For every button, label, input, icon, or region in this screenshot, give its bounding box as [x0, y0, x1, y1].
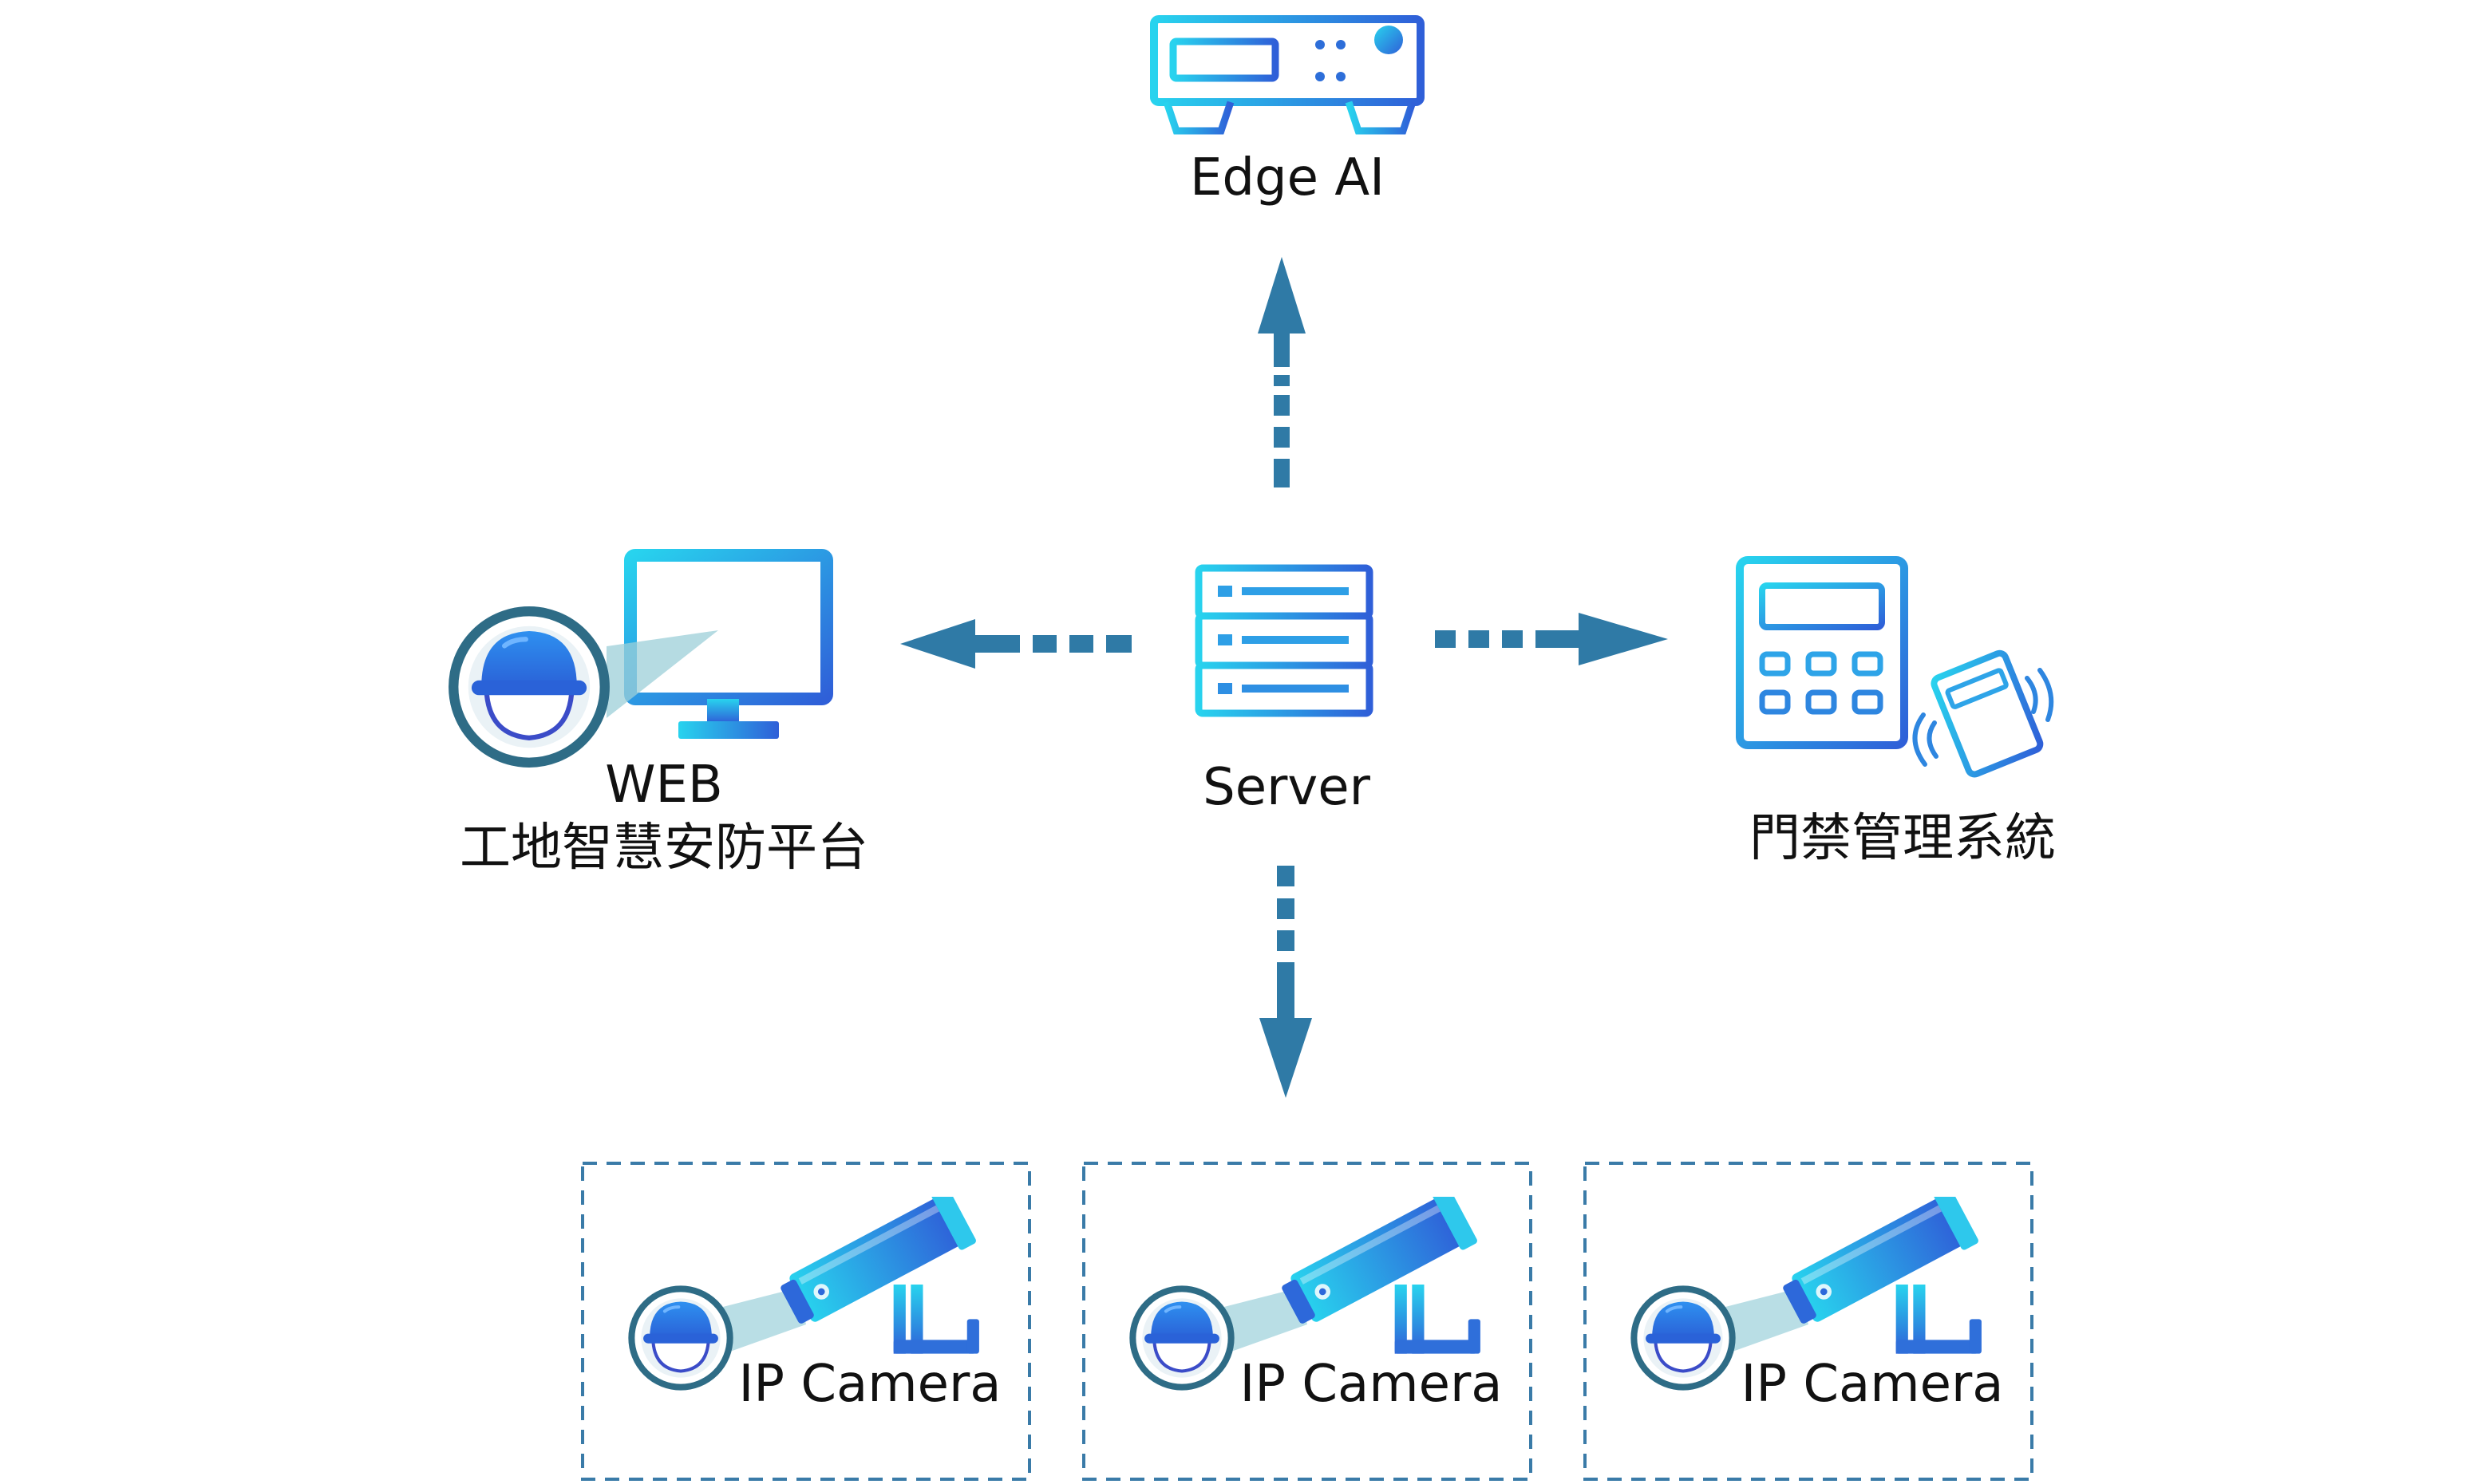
access-control-label: 門禁管理系統: [1749, 809, 2056, 868]
arrow-server-to-edge-ai: [1258, 257, 1306, 487]
cctv-camera-icon: [631, 1197, 979, 1387]
access-control-node: 門禁管理系統: [1736, 556, 2056, 868]
keypad-card-icon: [1736, 556, 2054, 778]
web-platform-node: WEB 工地智慧安防平台: [453, 549, 868, 878]
web-label: WEB: [605, 756, 723, 815]
camera-group: IP Camera IP Camera IP Camera: [581, 1162, 2033, 1481]
server-rack-icon: [1195, 564, 1373, 717]
server-label: Server: [1203, 758, 1371, 817]
camera-label: IP Camera: [739, 1355, 1002, 1414]
cctv-camera-icon: [1132, 1197, 1480, 1387]
web-platform-name: 工地智慧安防平台: [460, 819, 868, 878]
camera-box-3: IP Camera: [1583, 1162, 2033, 1481]
camera-box-1: IP Camera: [581, 1162, 1031, 1481]
arrow-server-to-cameras: [1259, 866, 1312, 1098]
camera-label: IP Camera: [1240, 1355, 1503, 1414]
camera-box-2: IP Camera: [1082, 1162, 1532, 1481]
cctv-camera-icon: [1634, 1197, 1982, 1387]
monitor-helmet-icon: [453, 549, 833, 763]
edge-ai-node: Edge AI: [1150, 15, 1425, 207]
camera-label: IP Camera: [1741, 1355, 2004, 1414]
server-node: Server: [1195, 564, 1373, 817]
arrow-server-to-web: [900, 619, 1132, 669]
arrow-server-to-access-control: [1435, 613, 1668, 665]
edge-ai-device-icon: [1150, 15, 1425, 135]
edge-ai-label: Edge AI: [1190, 148, 1385, 207]
